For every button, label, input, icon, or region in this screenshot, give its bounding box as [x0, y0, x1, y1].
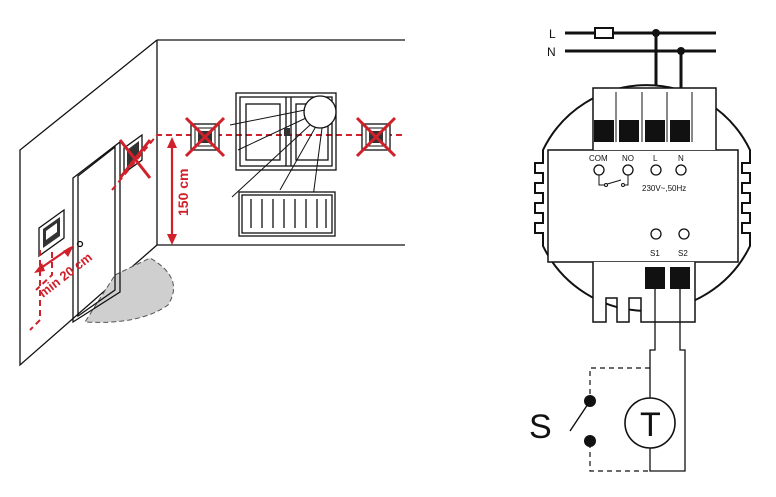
sun-rays: [229, 109, 323, 206]
window-handle: [284, 128, 290, 136]
supply-wires: [565, 31, 716, 122]
door-handle: [76, 240, 84, 248]
terminal-contacts: [593, 164, 687, 176]
terminal-com: [594, 120, 614, 142]
cross-icon: [118, 139, 152, 179]
lower-terminals: [645, 267, 690, 289]
door: [72, 140, 121, 324]
terminal-label-com: COM: [589, 154, 608, 163]
switch-contact: [584, 435, 596, 447]
terminal-separators: [615, 92, 693, 142]
thermostat-correct-position: [38, 208, 65, 258]
height-dimension-arrow: [167, 137, 177, 245]
upper-terminals: [594, 120, 690, 142]
thermostat-near-door-forbidden: [123, 133, 143, 175]
supply-line-label: L: [549, 27, 556, 41]
supply-neutral-label: N: [547, 45, 556, 59]
room-placement-diagram: 150 cm min 20 cm: [19, 39, 405, 367]
voltage-label: 230V~,50Hz: [642, 184, 686, 193]
switch-label: S: [529, 408, 552, 446]
lower-terminal-block: [592, 262, 696, 323]
temperature-sensor-icon: [624, 397, 676, 449]
switch-contact: [584, 395, 596, 407]
side-wall-outline: [19, 39, 158, 367]
relay-contact-symbol: [598, 175, 629, 187]
sensor-wires: [649, 289, 686, 472]
terminal-label-l: L: [653, 154, 658, 163]
height-label: 150 cm: [175, 169, 191, 216]
terminal-no: [619, 120, 639, 142]
relay-module: [547, 149, 739, 263]
switch-wiring-dashed: [589, 367, 650, 472]
terminal-l: [645, 120, 665, 142]
terminal-s2: [670, 267, 690, 289]
sun-icon: [303, 95, 337, 129]
sensor-label: T: [640, 406, 661, 444]
min-distance-arrow: [34, 245, 74, 273]
terminal-s1: [645, 267, 665, 289]
min-distance-label: min 20 cm: [36, 249, 95, 300]
terminal-label-s2: S2: [678, 249, 688, 258]
fuse-icon: [594, 27, 614, 39]
sensor-contacts: [650, 228, 690, 240]
radiator-fins: [250, 199, 327, 228]
door-swing-area: [84, 257, 175, 323]
device-body: [534, 84, 751, 312]
height-guide-lines: [29, 134, 405, 331]
terminal-label-s1: S1: [650, 249, 660, 258]
cross-icon: [355, 116, 397, 158]
terminal-label-no: NO: [622, 154, 634, 163]
upper-terminal-block: [592, 87, 717, 150]
terminal-n: [670, 120, 690, 142]
junction-dot: [652, 29, 660, 37]
cross-icon: [184, 116, 226, 158]
switch-lever: [569, 400, 591, 432]
terminal-label-n: N: [678, 154, 684, 163]
radiator: [238, 191, 336, 237]
junction-dot: [677, 47, 685, 55]
